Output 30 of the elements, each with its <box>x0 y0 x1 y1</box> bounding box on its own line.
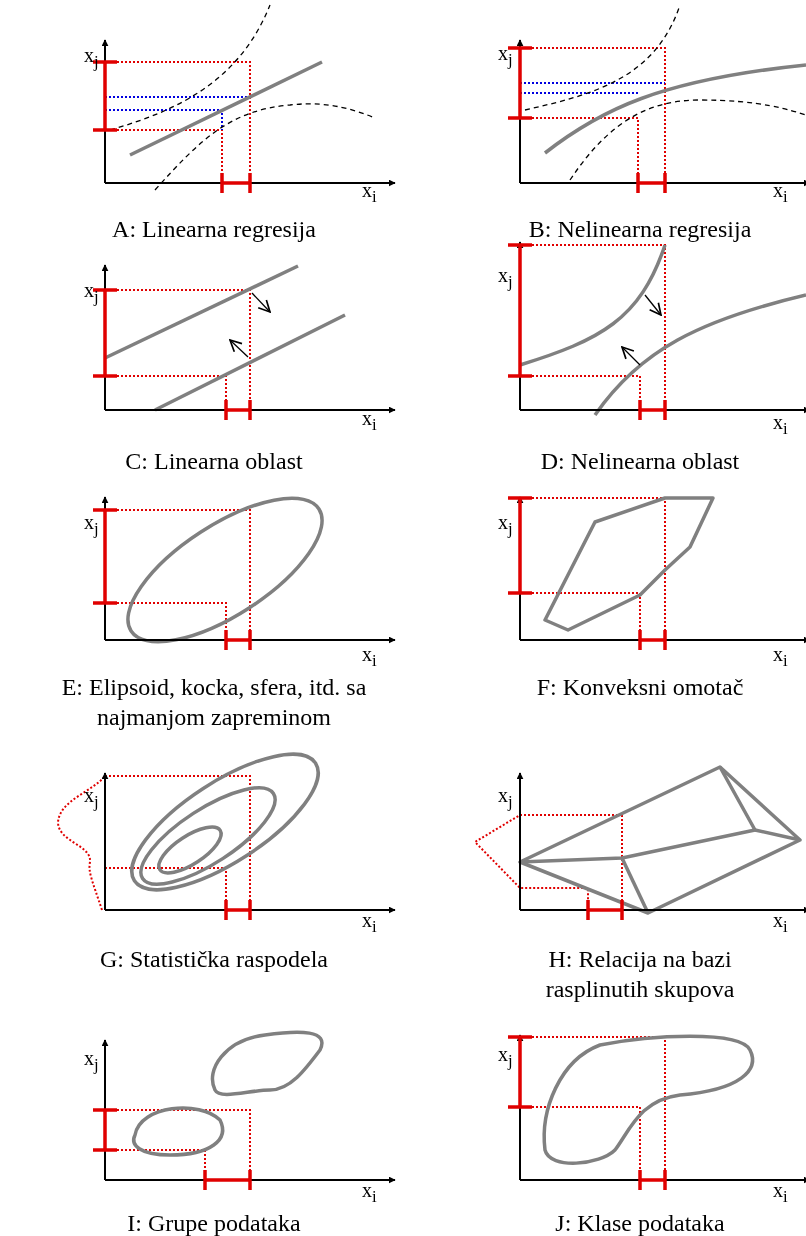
axis-label: x$_{i}$ <box>362 644 377 671</box>
axis-label: x$_{j}$ <box>498 265 513 292</box>
axis-label: x$_{j}$ <box>498 512 513 539</box>
panel-caption: C: Linearna oblast <box>124 447 304 476</box>
axis-label: x$_{j}$ <box>84 1048 99 1075</box>
axis-label: x$_{i}$ <box>773 1180 788 1207</box>
axis-label: x$_{i}$ <box>773 180 788 207</box>
panel-caption: E: Elipsoid, kocka, sfera, itd. sa najmanjom zapreminom <box>60 673 368 732</box>
axis-label: x$_{j}$ <box>84 45 99 72</box>
axis-label: x$_{j}$ <box>84 280 99 307</box>
axis-label: x$_{i}$ <box>362 1180 377 1207</box>
axis-label: x$_{j}$ <box>84 785 99 812</box>
axis-label: x$_{i}$ <box>773 644 788 671</box>
axis-label: x$_{j}$ <box>498 1044 513 1071</box>
panel-caption: F: Konveksni omotač <box>535 673 745 702</box>
panel-caption: D: Nelinearna oblast <box>539 447 741 476</box>
panel-caption: J: Klase podataka <box>554 1209 726 1236</box>
panel-caption: A: Linearna regresija <box>111 215 317 244</box>
axis-label: x$_{j}$ <box>84 512 99 539</box>
axis-label: x$_{i}$ <box>362 180 377 207</box>
axis-label: x$_{j}$ <box>498 785 513 812</box>
axis-label: x$_{i}$ <box>773 910 788 937</box>
panel-caption: H: Relacija na bazi rasplinutih skupova <box>544 945 736 1004</box>
axis-label: x$_{j}$ <box>498 43 513 70</box>
axis-label: x$_{i}$ <box>362 910 377 937</box>
panel-caption: G: Statistička raspodela <box>99 945 329 974</box>
axis-label: x$_{i}$ <box>773 412 788 439</box>
panel-caption: B: Nelinearna regresija <box>527 215 753 244</box>
panel-caption: I: Grupe podataka <box>126 1209 302 1236</box>
axis-label: x$_{i}$ <box>362 408 377 435</box>
